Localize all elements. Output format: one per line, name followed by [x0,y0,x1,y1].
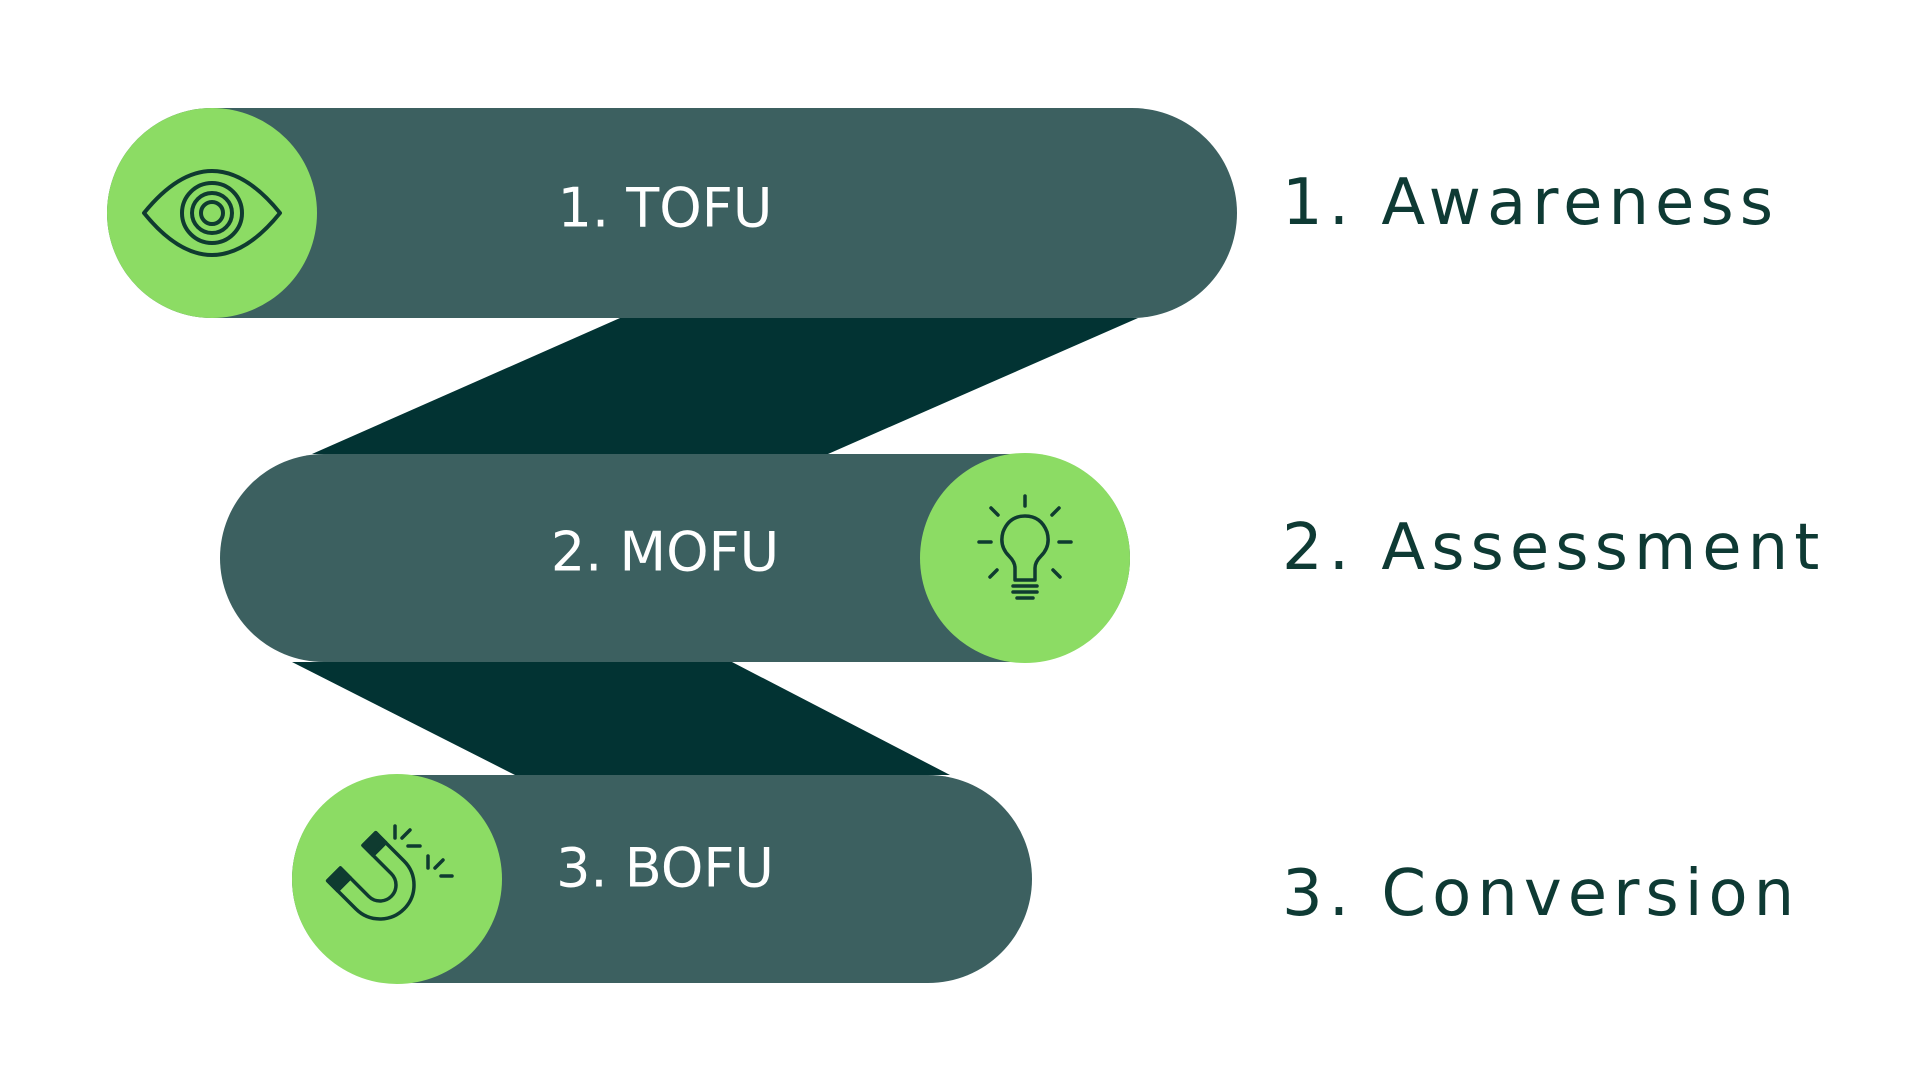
stage-1-group: 1. TOFU [107,108,1237,318]
stage-3-pill-label: 3. BOFU [556,837,774,900]
lightbulb-icon [977,494,1073,600]
stage-1-pill-label: 1. TOFU [558,177,773,240]
stage-3-group: 3. BOFU [292,774,1032,984]
stage-2-pill [220,454,1130,662]
stage-1-label: 1. Awareness [1282,166,1779,240]
stage-2-icon-circle [920,453,1130,663]
connector-top-middle [312,318,1138,454]
stage-3-icon-circle [292,774,502,984]
stage-3-label: 3. Conversion [1282,857,1800,931]
stage-1-pill [107,108,1237,318]
stage-2-group: 2. MOFU [220,453,1130,663]
magnet-sparks-icon [393,824,454,878]
eye-icon [142,169,282,257]
stage-2-label: 2. Assessment [1282,511,1825,585]
stage-1-icon-circle [107,108,317,318]
stage-2-pill-label: 2. MOFU [551,521,779,584]
connector-middle-bottom [292,662,950,775]
magnet-icon [325,830,416,921]
